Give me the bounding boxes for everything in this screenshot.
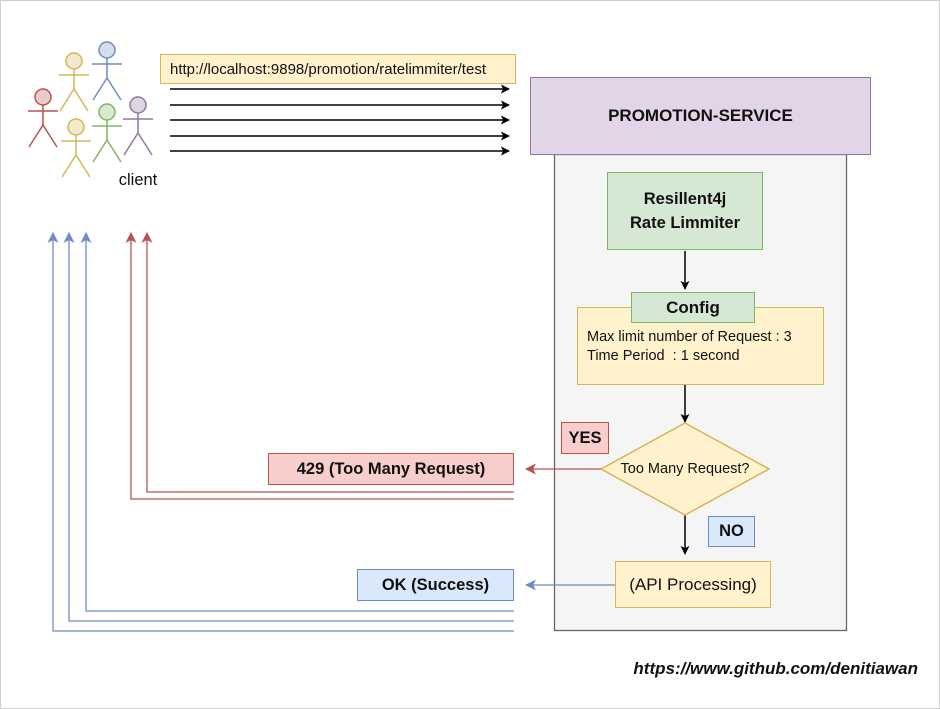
actor-figure [61, 118, 91, 178]
service-title: PROMOTION-SERVICE [530, 77, 871, 155]
rate-limiter-line-2: Rate Limmiter [629, 214, 741, 232]
request-arrows [170, 84, 510, 156]
success-return-line [47, 231, 514, 632]
client-label: client [118, 170, 158, 189]
client-actors [28, 41, 153, 178]
actor-figure [92, 103, 122, 163]
success-return-line [80, 231, 514, 612]
rate-limiter-box: Resillent4j Rate Limmiter [607, 172, 763, 250]
response-429-box: 429 (Too Many Request) [268, 453, 514, 485]
actor-figure [59, 52, 89, 112]
return-lines [47, 231, 514, 632]
response-ok-box: OK (Success) [357, 569, 514, 601]
decision-yes-tag: YES [561, 422, 609, 454]
actor-figure [92, 41, 122, 101]
rate-limiter-line-1: Resillent4j [643, 190, 727, 208]
rejected-return-line [125, 231, 514, 500]
source-credit: https://www.github.com/denitiawan [633, 659, 918, 678]
decision-diamond [599, 422, 771, 516]
config-period-text: Time Period : 1 second [587, 348, 740, 364]
api-processing-box: (API Processing) [615, 561, 771, 608]
decision-no-tag: NO [708, 516, 755, 547]
config-limit-text: Max limit number of Request : 3 [587, 329, 792, 345]
rejected-return-line [141, 231, 514, 493]
success-return-line [63, 231, 514, 622]
request-url-label: http://localhost:9898/promotion/ratelimm… [160, 54, 516, 84]
decision-question: Too Many Request? [620, 461, 750, 477]
config-title: Config [631, 292, 755, 323]
actor-figure [28, 88, 58, 148]
actor-figure [123, 96, 153, 156]
